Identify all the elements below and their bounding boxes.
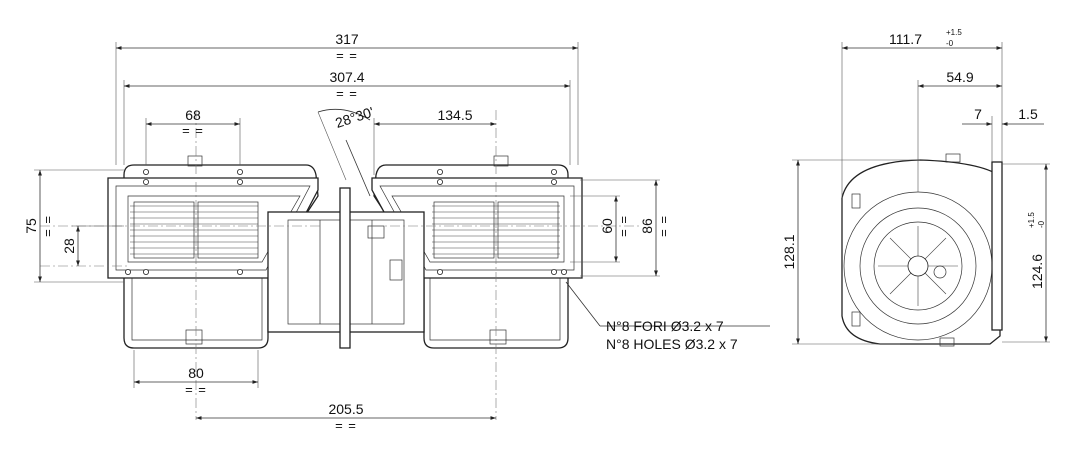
dim-side-width-tol-minus: -0 bbox=[946, 39, 954, 48]
dim-side-height: 128.1 bbox=[781, 234, 797, 269]
dim-side-width: 111.7 bbox=[889, 31, 922, 47]
symmetry-mark: = = bbox=[182, 123, 204, 138]
dim-side-7: 7 bbox=[974, 106, 982, 122]
dim-overall-width: 317 bbox=[335, 31, 359, 47]
dim-h75: 75 bbox=[23, 218, 39, 234]
symmetry-mark: = = bbox=[336, 86, 358, 101]
mounting-holes bbox=[125, 168, 568, 275]
side-dimensions: 111.7 +1.5 -0 54.9 7 1.5 128.1 124.6 +1.… bbox=[781, 28, 1050, 345]
holes-note-english: N°8 HOLES Ø3.2 x 7 bbox=[606, 336, 738, 352]
dim-134: 134.5 bbox=[437, 107, 472, 123]
dim-foot-205: 205.5 bbox=[328, 401, 363, 417]
left-blower-fins bbox=[130, 201, 259, 259]
left-housing bbox=[107, 155, 319, 349]
symmetry-mark: = = bbox=[336, 48, 358, 63]
motor bbox=[267, 187, 425, 349]
symmetry-mark: = = bbox=[335, 418, 357, 433]
dim-side-124-tol-plus: +1.5 bbox=[1027, 212, 1036, 228]
dim-foot-80: 80 bbox=[188, 365, 204, 381]
symmetry-mark: = = bbox=[656, 215, 671, 237]
dim-side-124-tol-minus: -0 bbox=[1037, 220, 1046, 228]
symmetry-mark: = = bbox=[40, 215, 55, 237]
symmetry-mark: = = bbox=[616, 215, 631, 237]
dim-h86: 86 bbox=[639, 218, 655, 234]
dim-inlet-68: 68 bbox=[185, 107, 201, 123]
symmetry-mark: = = bbox=[185, 382, 207, 397]
dim-side-54: 54.9 bbox=[946, 69, 973, 85]
dim-side-width-tol-plus: +1.5 bbox=[946, 28, 962, 37]
front-dimensions: 317 = = 307.4 = = 68 = = 134.5 28°30' 80… bbox=[23, 31, 770, 433]
dim-h60: 60 bbox=[599, 218, 615, 234]
dim-angle: 28°30' bbox=[333, 104, 375, 131]
front-view bbox=[40, 110, 640, 420]
dim-width-307: 307.4 bbox=[329, 69, 364, 85]
dim-side-124: 124.6 bbox=[1029, 254, 1045, 289]
holes-note-italian: N°8 FORI Ø3.2 x 7 bbox=[606, 318, 724, 334]
dim-side-1-5: 1.5 bbox=[1018, 106, 1038, 122]
dim-h28: 28 bbox=[61, 238, 77, 254]
side-view bbox=[841, 153, 1003, 347]
